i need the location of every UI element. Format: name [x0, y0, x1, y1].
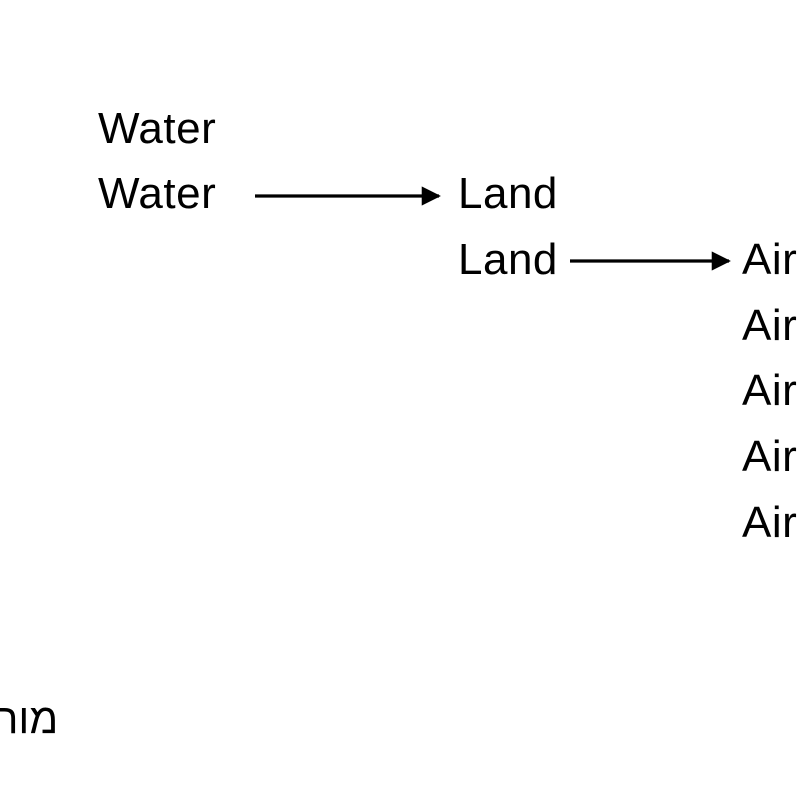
- air-label-5: Air: [742, 498, 798, 547]
- hebrew-caption: מור: [0, 695, 59, 742]
- land-label-2: Land: [458, 235, 558, 284]
- water-label-1: Water: [98, 104, 217, 153]
- water-label-2: Water: [98, 169, 217, 218]
- air-label-2: Air: [742, 301, 798, 350]
- air-label-4: Air: [742, 432, 798, 481]
- air-label-1: Air: [742, 235, 798, 284]
- air-label-3: Air: [742, 366, 798, 415]
- land-label-1: Land: [458, 169, 558, 218]
